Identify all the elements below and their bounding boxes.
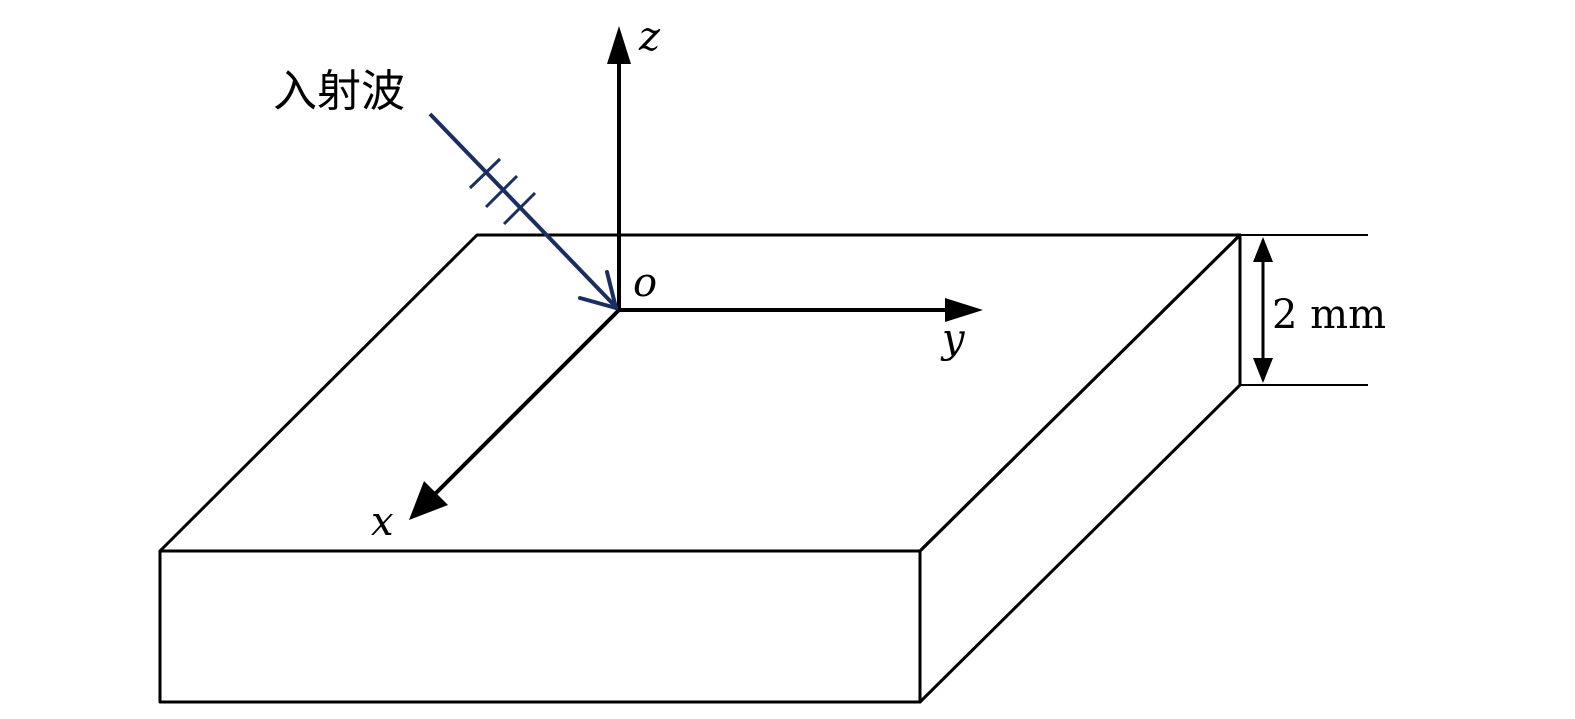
dimension-arrowhead-up bbox=[1253, 237, 1273, 262]
x-axis-arrowhead bbox=[409, 481, 448, 520]
x-axis-label: x bbox=[371, 499, 394, 545]
slab-side-face bbox=[918, 233, 1242, 704]
z-axis-arrowhead bbox=[607, 26, 631, 64]
z-axis-label: z bbox=[638, 14, 661, 60]
wavefront-tick-3 bbox=[502, 191, 537, 226]
x-axis bbox=[430, 308, 621, 499]
y-axis-label: y bbox=[940, 316, 966, 362]
thickness-label: 2 mm bbox=[1272, 292, 1386, 338]
slab-front-face bbox=[158, 549, 922, 704]
wavefront-tick-1 bbox=[468, 157, 502, 190]
incident-wave-label: 入射波 bbox=[273, 66, 405, 117]
dimension-arrowhead-down bbox=[1253, 358, 1273, 383]
incident-wave-arrow bbox=[428, 112, 618, 310]
wavefront-tick-2 bbox=[484, 174, 519, 209]
y-axis-arrowhead bbox=[945, 298, 983, 322]
origin-label: o bbox=[633, 260, 657, 306]
